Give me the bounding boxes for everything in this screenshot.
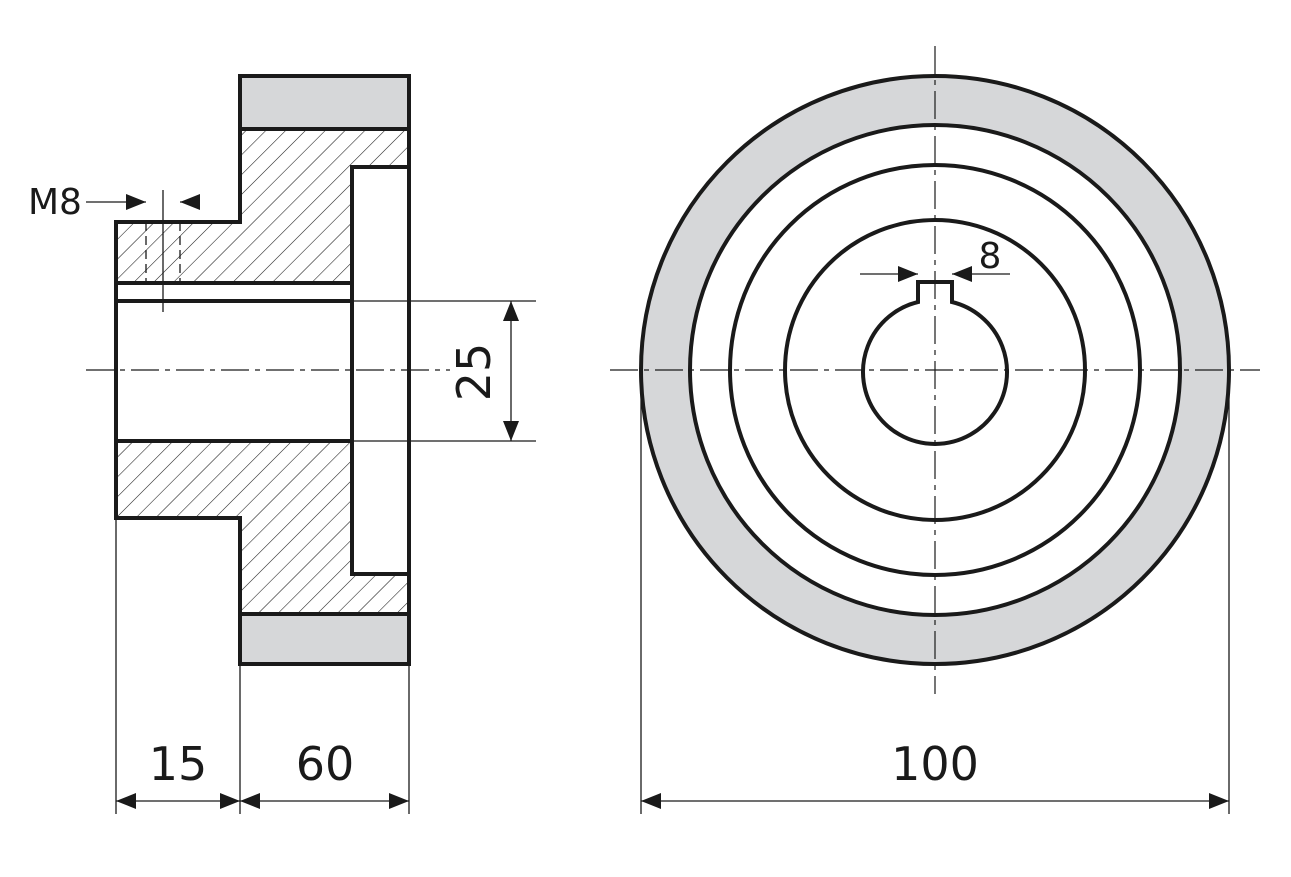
rim-top-section <box>240 76 409 129</box>
outer-diameter-dimension: 100 <box>891 737 979 791</box>
rim-bottom-section <box>240 614 409 664</box>
thread-label: M8 <box>28 182 82 223</box>
front-view: 8 100 <box>610 46 1260 814</box>
keyway-dimension: 8 <box>979 236 1002 277</box>
side-outer-contour <box>114 74 411 666</box>
wheel-width-dimension: 60 <box>296 737 355 791</box>
side-section-view: M8 25 15 60 <box>28 74 536 814</box>
hub-length-dimension: 15 <box>149 737 208 791</box>
hatch-lower <box>116 441 409 614</box>
hatch-upper <box>116 129 409 283</box>
bore-dimension: 25 <box>447 343 501 402</box>
bore-with-keyway <box>861 280 1009 446</box>
